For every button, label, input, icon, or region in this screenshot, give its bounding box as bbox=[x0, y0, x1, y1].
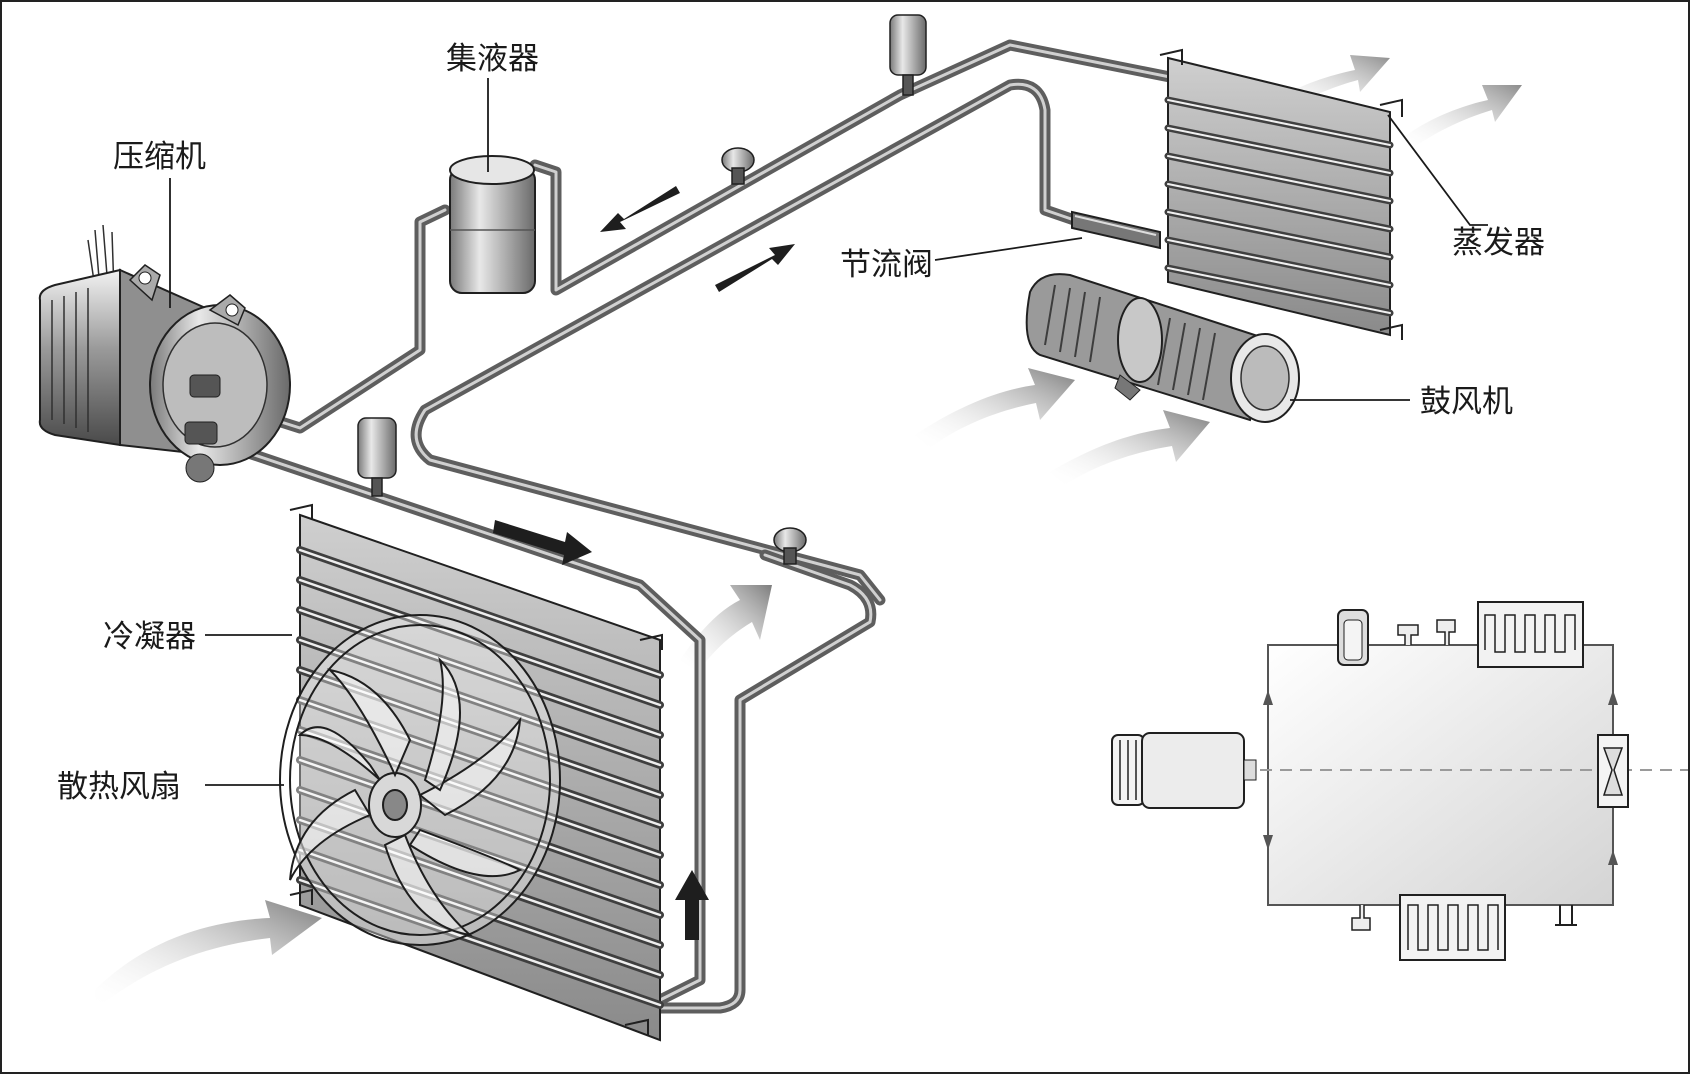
airflow-in-condenser bbox=[95, 900, 322, 1010]
label-cooling-fan: 散热风扇 bbox=[57, 769, 181, 805]
compressor bbox=[38, 224, 291, 483]
label-throttle-valve: 节流阀 bbox=[840, 247, 933, 283]
airflow-out-evaporator-2 bbox=[1400, 85, 1522, 150]
system-schematic-inset bbox=[1111, 601, 1690, 961]
receiver-drier bbox=[449, 155, 536, 294]
flow-arrow-to-receiver bbox=[600, 186, 680, 232]
leader-throttle bbox=[934, 237, 1083, 261]
airflow-in-blower-1 bbox=[915, 368, 1075, 448]
pressure-switches bbox=[357, 14, 927, 565]
label-blower: 鼓风机 bbox=[1420, 384, 1513, 420]
evaporator bbox=[1159, 48, 1403, 340]
label-leader-lines bbox=[169, 78, 1488, 786]
leader-evaporator bbox=[1387, 114, 1488, 226]
flow-arrow-to-condenser bbox=[493, 520, 592, 565]
flow-arrow-to-evaporator bbox=[715, 244, 795, 292]
airflow-in-blower-2 bbox=[1050, 410, 1210, 485]
blower bbox=[1025, 273, 1300, 423]
throttle-valve bbox=[1071, 210, 1161, 250]
flow-arrow-up bbox=[675, 870, 709, 940]
label-receiver: 集液器 bbox=[446, 41, 539, 77]
label-compressor: 压缩机 bbox=[113, 139, 206, 175]
label-condenser: 冷凝器 bbox=[103, 619, 196, 655]
flow-direction-arrows bbox=[493, 186, 795, 940]
label-evaporator: 蒸发器 bbox=[1452, 225, 1545, 261]
cooling-fan bbox=[279, 614, 561, 946]
